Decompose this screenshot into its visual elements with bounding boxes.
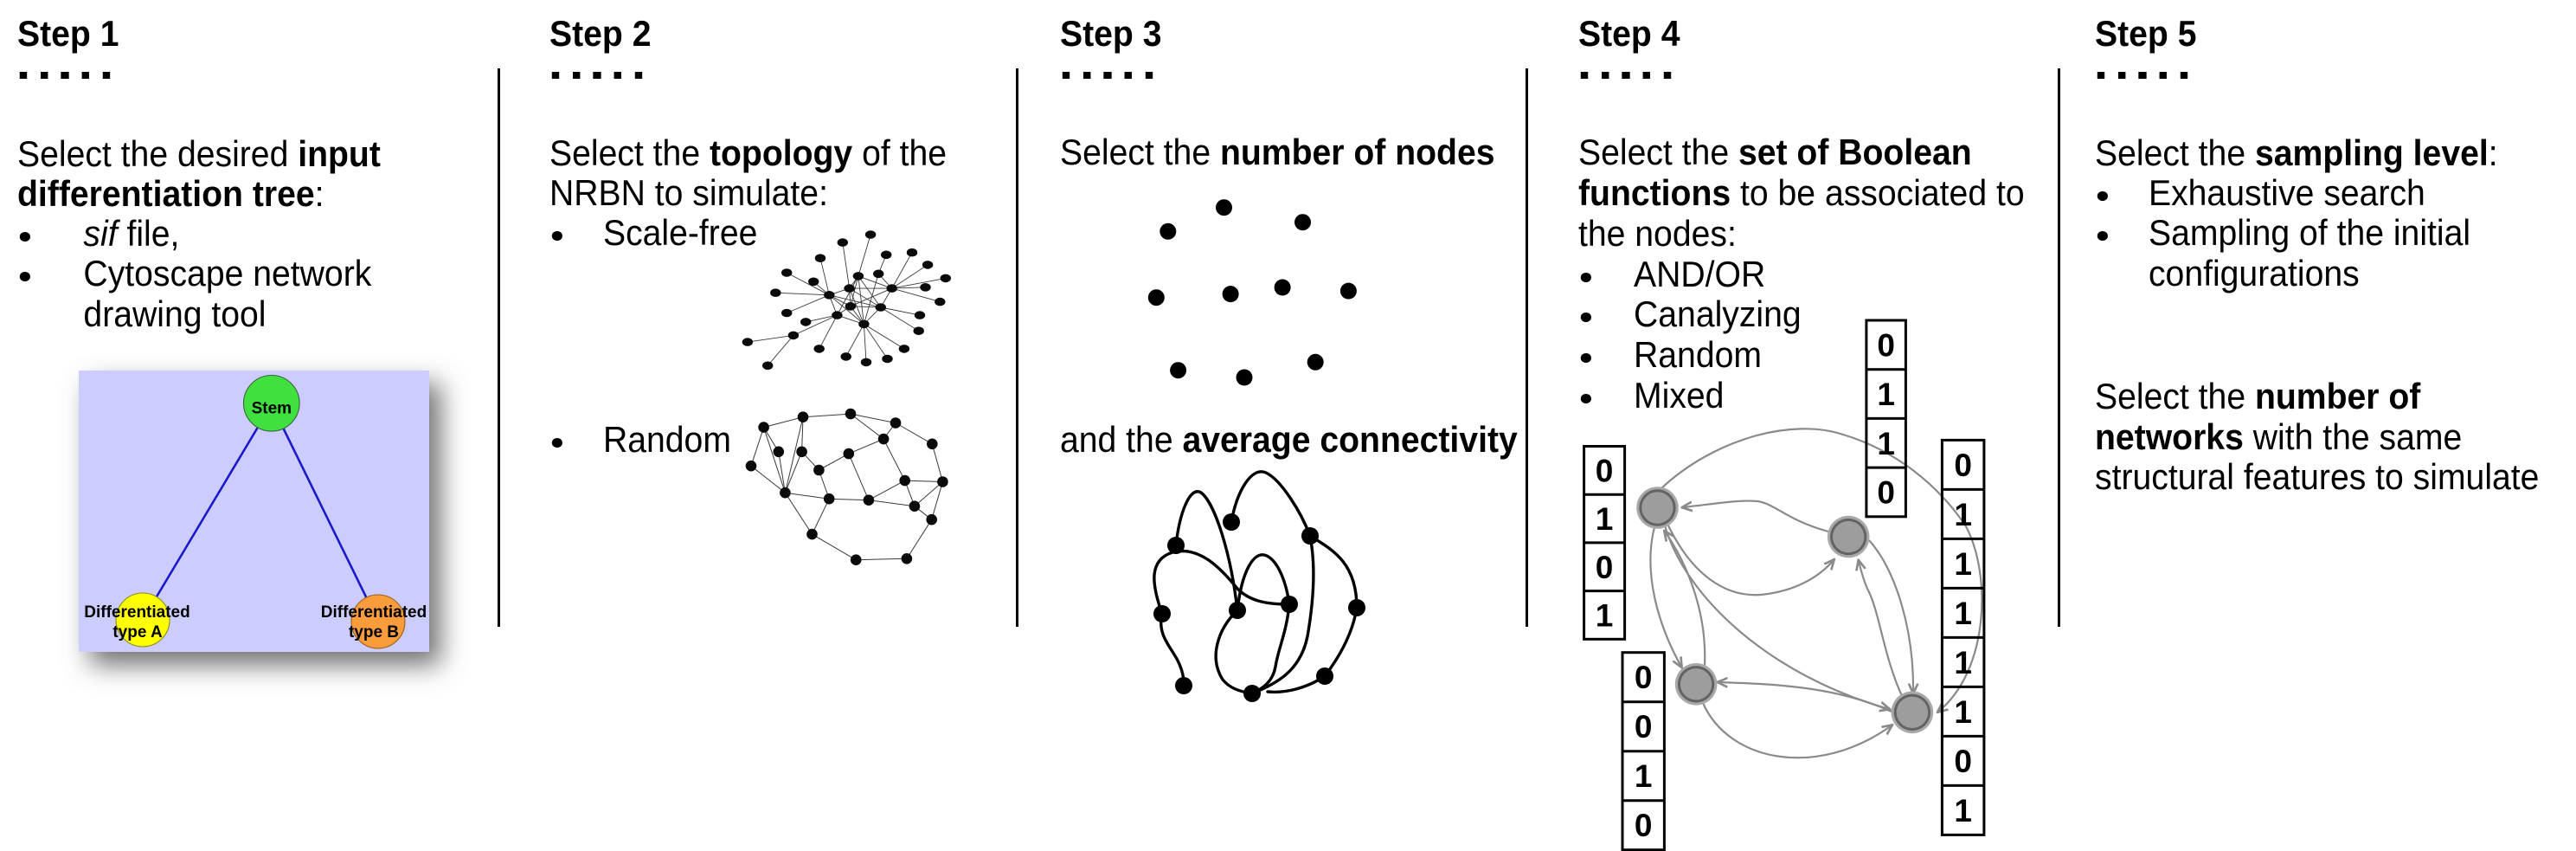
svg-text:0: 0	[1596, 550, 1614, 585]
svg-text:Differentiated: Differentiated	[84, 603, 190, 622]
svg-text:1: 1	[1954, 645, 1972, 680]
svg-text:1: 1	[1954, 694, 1972, 730]
svg-text:0: 0	[1877, 327, 1895, 363]
svg-text:0: 0	[1635, 660, 1653, 695]
svg-text:0: 0	[1954, 744, 1972, 779]
svg-text:1: 1	[1635, 758, 1653, 794]
svg-text:1: 1	[1954, 497, 1972, 532]
svg-text:0: 0	[1596, 453, 1614, 488]
svg-text:0: 0	[1635, 808, 1653, 843]
svg-text:1: 1	[1877, 426, 1895, 461]
svg-text:type A: type A	[112, 623, 163, 641]
svg-text:1: 1	[1877, 377, 1895, 412]
svg-text:1: 1	[1596, 501, 1614, 537]
svg-text:type B: type B	[349, 623, 399, 641]
svg-text:0: 0	[1954, 448, 1972, 483]
svg-text:1: 1	[1596, 597, 1614, 633]
svg-text:Differentiated: Differentiated	[321, 603, 427, 622]
svg-text:1: 1	[1954, 793, 1972, 828]
svg-text:1: 1	[1954, 596, 1972, 631]
svg-text:Stem: Stem	[252, 400, 292, 418]
svg-text:0: 0	[1635, 709, 1653, 745]
svg-text:0: 0	[1877, 474, 1895, 510]
svg-text:1: 1	[1954, 546, 1972, 582]
